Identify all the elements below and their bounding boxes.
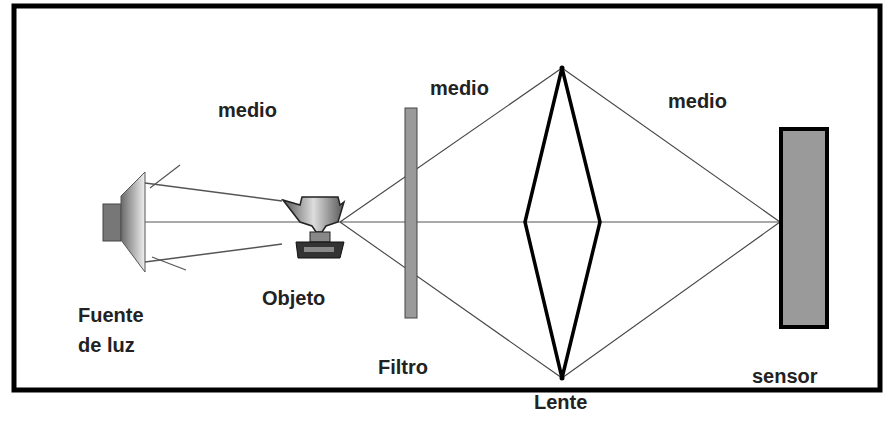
lens-tip <box>560 66 565 71</box>
part-label: Objeto <box>262 283 362 313</box>
light-rays <box>340 68 780 378</box>
filter-plate <box>405 108 417 318</box>
part-label: medio <box>668 86 758 116</box>
part-label: Filtro <box>378 352 468 382</box>
optical-axis <box>145 221 780 222</box>
frame <box>14 6 880 390</box>
object-trophy <box>283 197 344 258</box>
part-label: medio <box>430 73 520 103</box>
part-label: medio <box>218 95 308 125</box>
part-label: Lente <box>534 387 624 417</box>
part-label: sensor <box>752 361 852 391</box>
light-source <box>103 165 282 272</box>
lens <box>525 68 600 378</box>
sensor-plate <box>781 129 827 327</box>
lens-tip <box>560 376 565 381</box>
part-label: Fuente de luz <box>78 300 168 360</box>
